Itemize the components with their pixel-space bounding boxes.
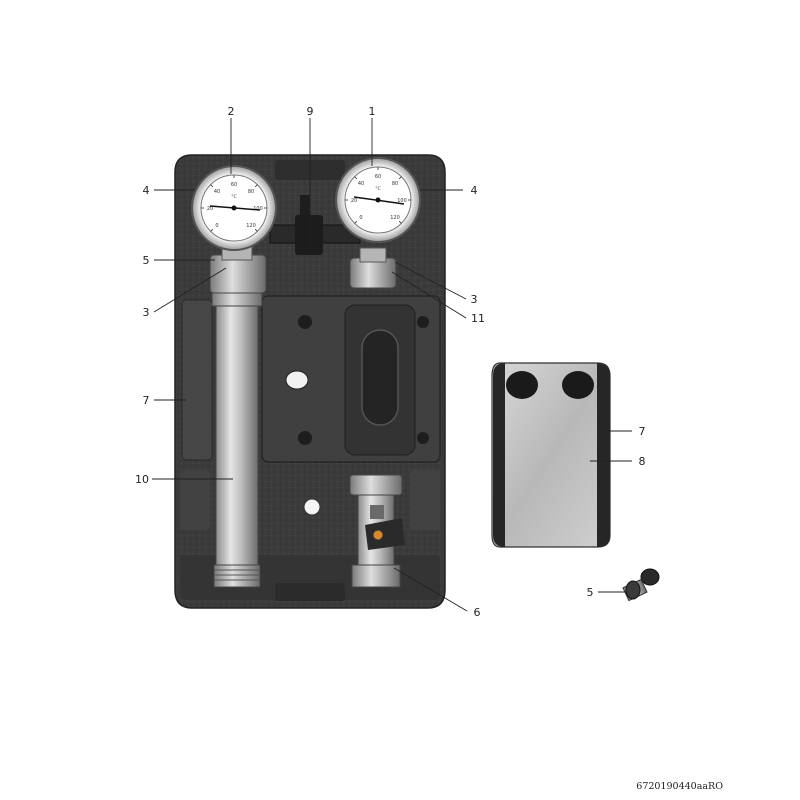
callout-labels: 2 9 1 4 4 5 3 3 11 7 10 6 7 8 5: [135, 105, 646, 619]
gauge-tick-label: 40: [358, 181, 364, 187]
gauge-unit: °C: [231, 194, 236, 200]
leader-lines: [152, 118, 632, 612]
callout-6: 6: [474, 606, 481, 619]
gauge-tick-label: 20: [351, 198, 357, 204]
callout-11: 11: [471, 312, 485, 325]
gauge-tick-label: 60: [375, 174, 381, 180]
gauge-tick-label: 80: [248, 189, 254, 195]
gauge-tick-label: 100: [253, 206, 263, 212]
gauge-tick-mark: [210, 184, 214, 188]
gauge-tick-label: 60: [231, 182, 237, 188]
callout-7-left: 7: [143, 394, 150, 407]
callout-1: 1: [369, 105, 376, 118]
ball-valve: [303, 474, 405, 588]
gauge-tick-mark: [398, 176, 402, 180]
gauge-tick-label: 100: [397, 198, 407, 204]
image-code: 6720190440aaRO: [636, 781, 723, 792]
gauge-tick-label: 80: [392, 181, 398, 187]
gauge-tick-mark: [354, 220, 358, 224]
gauge-tick-label: 120: [246, 223, 256, 229]
callout-4-left: 4: [143, 184, 150, 197]
gauge-tick-label: 20: [207, 206, 213, 212]
adjustment-knob: [622, 568, 660, 602]
bypass-pipe: [269, 215, 361, 255]
right-fitting: [349, 247, 397, 289]
callout-3-left: 3: [143, 306, 150, 319]
gauge-tick-mark: [254, 184, 258, 188]
return-pipe: [211, 289, 263, 588]
callout-2: 2: [228, 105, 235, 118]
gauge-tick-mark: [254, 228, 258, 232]
gauge-right: 0 20 40 60 80 100 120 °C: [335, 157, 421, 243]
gauge-tick-mark: [354, 176, 358, 180]
callout-7-cover: 7: [639, 425, 646, 438]
callout-5-knob: 5: [587, 586, 594, 599]
gauge-left: 0 20 40 60 80 100 120 °C: [191, 165, 277, 251]
gauge-unit: °C: [375, 186, 380, 192]
gauge-tick-mark: [210, 228, 214, 232]
callout-4-right: 4: [471, 184, 478, 197]
gauge-tick-label: 120: [390, 215, 400, 221]
gauge-tick-label: 0: [359, 215, 362, 221]
insulation-cover: [491, 362, 611, 548]
callout-9: 9: [307, 105, 314, 118]
gauge-tick-label: 0: [215, 223, 218, 229]
center-module: [261, 295, 441, 463]
gauge-tick-label: 40: [214, 189, 220, 195]
gauge-tick-mark: [398, 220, 402, 224]
callout-10: 10: [135, 473, 149, 486]
callout-8-cover: 8: [639, 455, 646, 468]
callout-5-left: 5: [143, 254, 150, 267]
callout-3-right: 3: [471, 293, 478, 306]
